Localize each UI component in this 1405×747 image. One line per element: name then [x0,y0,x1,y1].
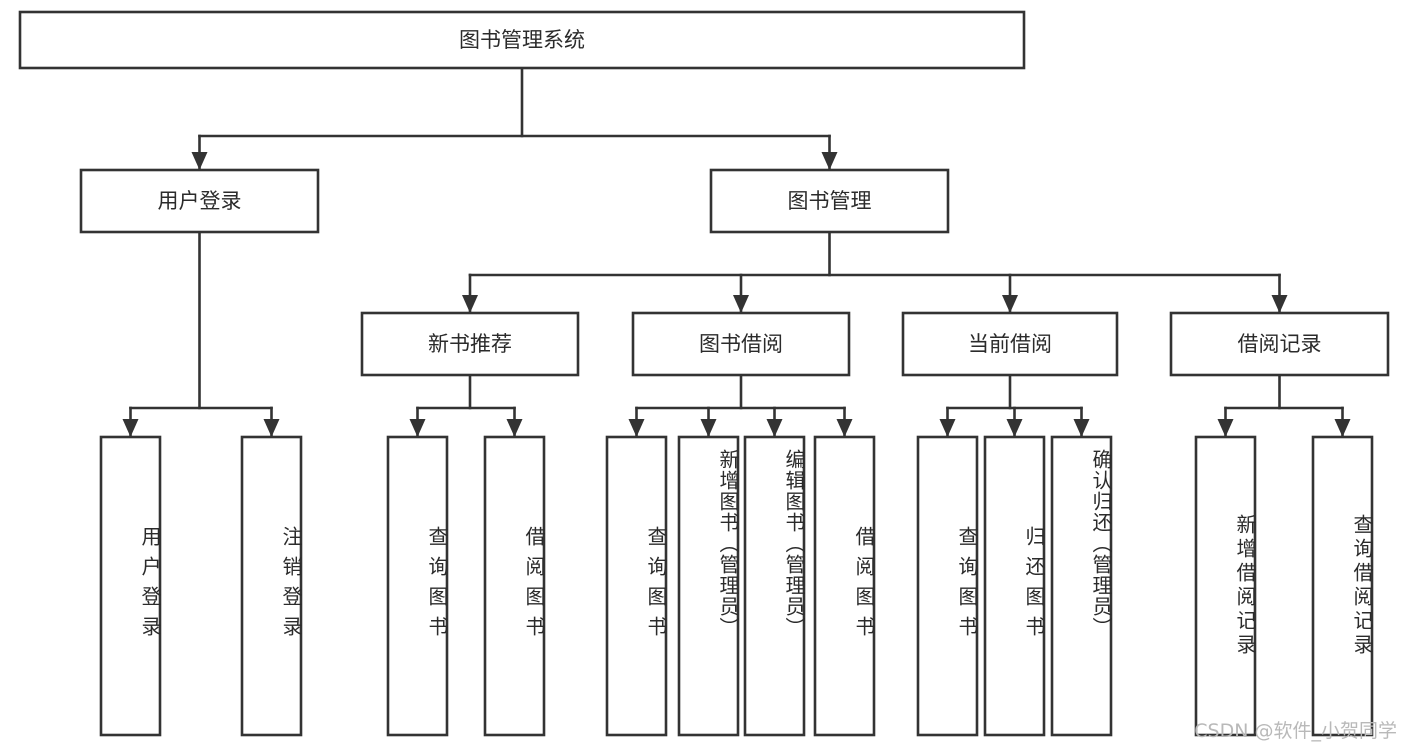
leaf-box-4[interactable] [605,435,668,737]
level2-box-1[interactable] [709,168,950,234]
arrow-down-icon-leaf-0 [122,419,139,437]
arrow-down-icon-leaf-11 [1217,419,1234,437]
leaf-box-9[interactable] [983,435,1046,737]
level3-label-3: 借阅记录 [1238,332,1322,356]
root-label-0: 图书管理系统 [459,28,585,52]
arrow-down-icon-leaf-12 [1334,419,1351,437]
arrow-down-icon-leaf-2 [409,419,426,437]
level2-label-0: 用户登录 [158,189,242,213]
leaf-box-8[interactable] [916,435,979,737]
arrow-down-icon-leaf-4 [628,419,645,437]
leaf-box-12[interactable] [1311,435,1374,737]
arrow-down-icon-l2-1 [821,152,838,170]
level3-label-2: 当前借阅 [968,332,1052,356]
csdn-watermark: CSDN @软件_小贺同学 [1194,720,1397,742]
leaf-box-0[interactable] [99,435,162,737]
boxes-layer [18,10,1390,737]
leaf-box-5[interactable] [677,435,740,737]
root-box-0[interactable] [18,10,1026,70]
level3-label-0: 新书推荐 [428,332,512,356]
level3-box-1[interactable] [631,311,851,377]
arrow-down-icon-leaf-7 [836,419,853,437]
arrow-down-icon-leaf-6 [766,419,783,437]
arrow-down-icon-leaf-9 [1006,419,1023,437]
level2-box-0[interactable] [79,168,320,234]
leaf-box-10[interactable] [1050,435,1113,737]
arrow-down-icon-l3-2 [1002,295,1018,313]
leaf-box-11[interactable] [1194,435,1257,737]
arrow-down-icon-leaf-3 [506,419,523,437]
level3-label-1: 图书借阅 [699,332,783,356]
arrow-down-icon-l2-0 [191,152,208,170]
level3-box-0[interactable] [360,311,580,377]
arrow-down-icon-l3-1 [733,295,749,313]
level3-box-3[interactable] [1169,311,1390,377]
leaf-box-7[interactable] [813,435,876,737]
leaf-box-6[interactable] [743,435,806,737]
arrow-down-icon-leaf-8 [939,419,956,437]
leaf-box-1[interactable] [240,435,303,737]
level3-box-2[interactable] [901,311,1119,377]
arrow-down-icon-l3-3 [1271,295,1288,313]
leaf-box-3[interactable] [483,435,546,737]
arrow-down-icon-leaf-1 [263,419,280,437]
arrow-down-icon-l3-0 [462,295,478,313]
arrow-down-icon-leaf-10 [1073,419,1090,437]
leaf-box-2[interactable] [386,435,449,737]
arrow-down-icon-leaf-5 [700,419,717,437]
connectors-layer [122,66,1351,437]
level2-label-1: 图书管理 [788,189,872,213]
